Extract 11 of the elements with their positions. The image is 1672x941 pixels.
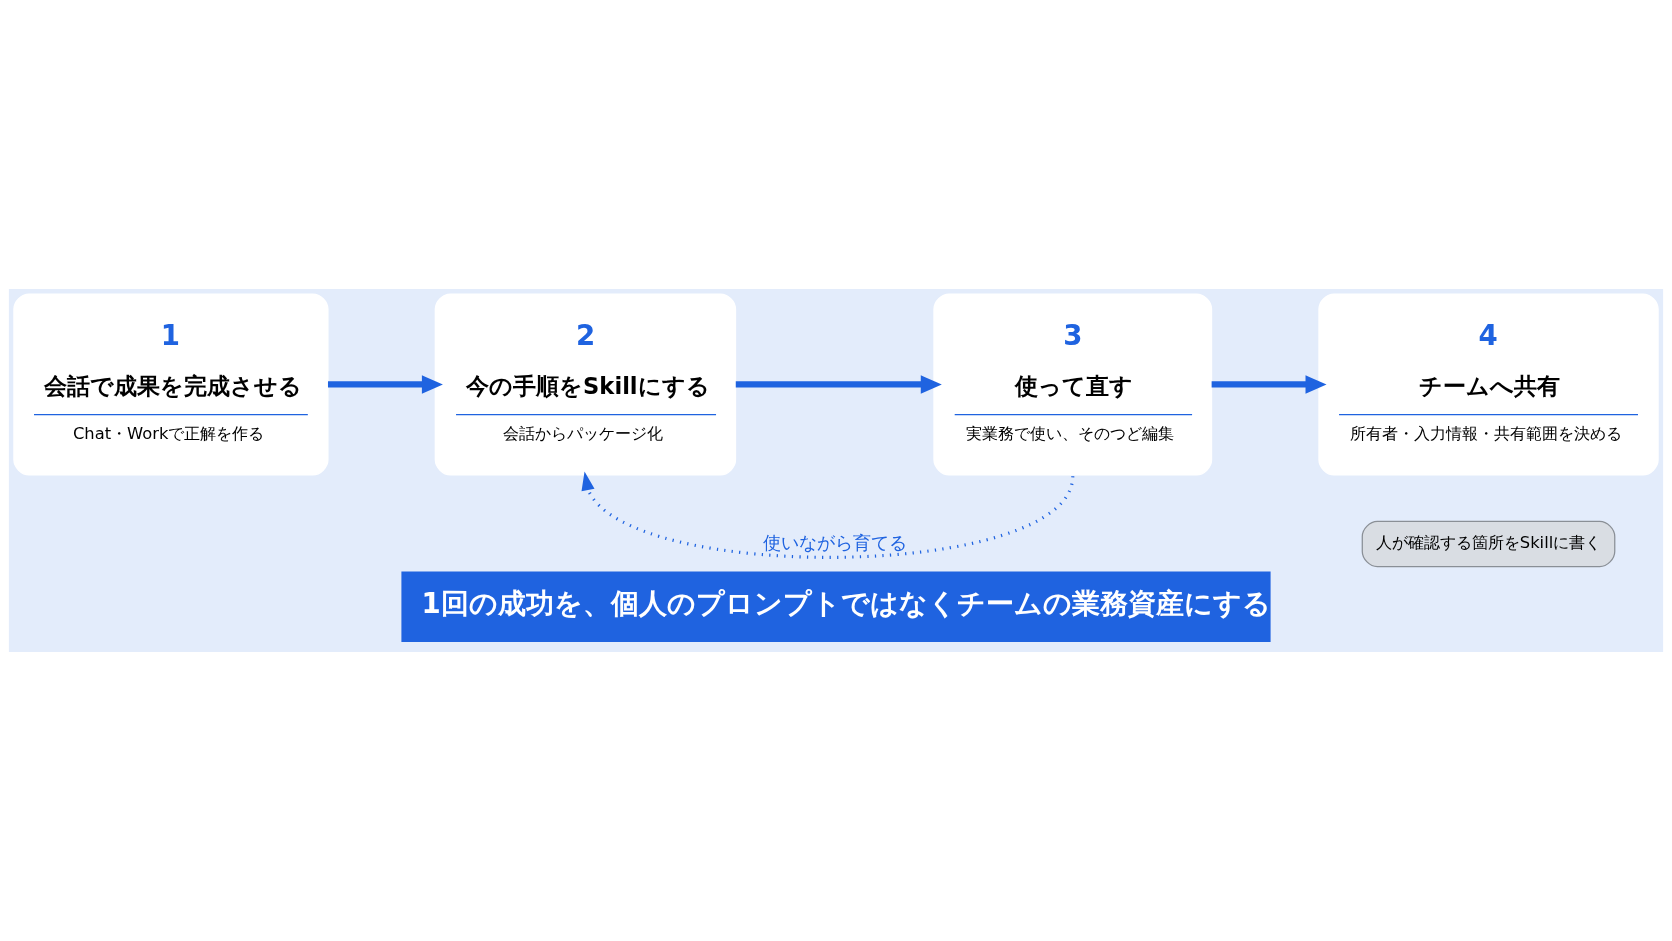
arrow bbox=[581, 471, 1075, 559]
node-box: 1 会話で成果を完成させる Chat・Workで正解を作る bbox=[13, 293, 329, 476]
node-box: 2 今の手順をSkillにする 会話からパッケージ化 bbox=[434, 293, 737, 476]
arrow bbox=[328, 375, 443, 394]
arrow bbox=[735, 375, 942, 394]
node-box: 4 チームへ共有 所有者・入力情報・共有範囲を決める bbox=[1318, 293, 1659, 476]
caption: 1回の成功を、個人のプロンプトではなくチームの業務資産にする bbox=[421, 586, 1271, 620]
arrow bbox=[1211, 375, 1327, 394]
node-box: 3 使って直す 実業務で使い、そのつど編集 bbox=[933, 293, 1213, 476]
node-box: 人が確認する箇所をSkillに書く bbox=[1361, 520, 1616, 568]
edge-label: 使いながら育てる bbox=[763, 533, 908, 554]
